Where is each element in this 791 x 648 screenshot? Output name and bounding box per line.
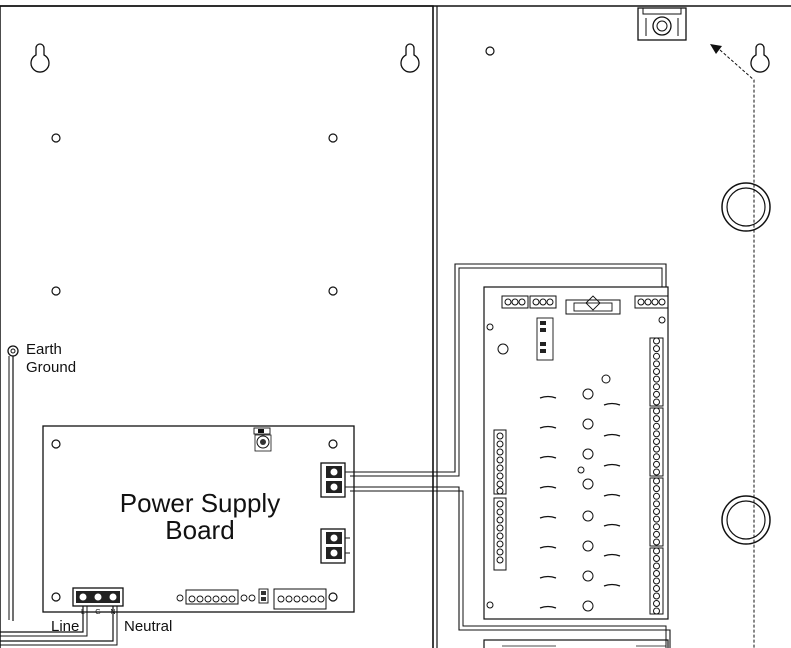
board-mounting-hole [328, 592, 338, 602]
output-terminal-screw [653, 360, 660, 368]
dc-wire-negative-edge [350, 490, 667, 648]
board-mounting-hole [328, 439, 338, 449]
output-terminal-screw [653, 468, 660, 476]
output-terminal-screw [653, 368, 660, 375]
keyhole-slot [750, 43, 770, 73]
output-terminal-screw [653, 375, 660, 383]
output-terminal-screw [653, 600, 660, 607]
earth-ground-stud [7, 345, 19, 357]
relay-output-terminals [653, 337, 660, 615]
knockout [721, 182, 771, 232]
output-terminal-screw [653, 430, 660, 438]
line-wire-edge [0, 606, 88, 637]
psb-title-line1: Power Supply [120, 488, 280, 518]
tamper-switch [637, 7, 687, 41]
output-terminal-screw [653, 562, 660, 570]
tamper-wire-dashed [719, 49, 755, 648]
mounting-hole [485, 46, 495, 56]
output-terminal-screw [653, 607, 660, 615]
output-terminal-screw [653, 407, 660, 415]
mounting-hole [328, 286, 338, 296]
tamper-wire-arrow [710, 44, 722, 54]
output-terminal-screw [653, 577, 660, 585]
output-terminal-screw [653, 453, 660, 461]
output-terminal-screw [653, 515, 660, 523]
output-terminal-screw [653, 547, 660, 555]
relay-terminal-strip [176, 589, 256, 605]
line-label: Line [51, 618, 79, 635]
board-mounting-hole [51, 592, 61, 602]
output-terminal-screw [653, 445, 660, 453]
output-terminal-screw [653, 415, 660, 423]
keyhole-slot [400, 43, 420, 73]
relay-module-board [483, 286, 669, 620]
mains-terminal-g: G [95, 609, 100, 616]
output-terminal-screw [653, 523, 660, 531]
output-terminal-screw [653, 337, 660, 345]
ground-label: Ground [26, 359, 76, 376]
output-terminal-screw [653, 585, 660, 592]
mounting-hole [51, 133, 61, 143]
output-terminal-screw [653, 460, 660, 468]
neutral-label: Neutral [124, 618, 172, 635]
output-terminal-screw [653, 570, 660, 577]
power-supply-board [42, 425, 355, 613]
enclosure-left-panel [0, 5, 434, 648]
knockout [721, 495, 771, 545]
dc-output-terminal-block-2 [320, 528, 350, 564]
ac-dc-jumper [258, 588, 269, 604]
mounting-hole [328, 133, 338, 143]
dc-wire-negative [350, 486, 671, 648]
board-potentiometer [253, 427, 272, 452]
output-terminal-screw [653, 500, 660, 508]
ac-input-terminal-block: L G N [72, 587, 124, 616]
output-terminal-screw [653, 398, 660, 406]
relay-module-board-2 [483, 639, 669, 648]
dc-wire-positive-edge [350, 267, 663, 477]
psb-title-line2: Board [165, 515, 234, 545]
mounting-hole [51, 286, 61, 296]
output-terminal-screw [653, 538, 660, 546]
output-terminal-screw [653, 592, 660, 600]
signal-terminal-strip [273, 588, 327, 610]
output-terminal-screw [653, 422, 660, 430]
output-terminal-screw [653, 485, 660, 493]
output-terminal-screw [653, 492, 660, 500]
output-terminal-screw [653, 383, 660, 391]
neutral-wire [0, 606, 114, 642]
output-terminal-screw [653, 508, 660, 515]
dc-wire-positive [350, 263, 667, 473]
output-terminal-screw [653, 477, 660, 485]
output-terminal-screw [653, 555, 660, 562]
dc-output-terminal-block [320, 462, 350, 498]
earth-label: Earth [26, 341, 62, 358]
output-terminal-screw [653, 345, 660, 353]
keyhole-slot [30, 43, 50, 73]
board-mounting-hole [51, 439, 61, 449]
output-terminal-screw [653, 390, 660, 398]
neutral-wire-edge [0, 606, 118, 646]
output-terminal-screw [653, 530, 660, 538]
output-terminal-screw [653, 352, 660, 360]
output-terminal-screw [653, 438, 660, 445]
line-wire [0, 606, 84, 633]
